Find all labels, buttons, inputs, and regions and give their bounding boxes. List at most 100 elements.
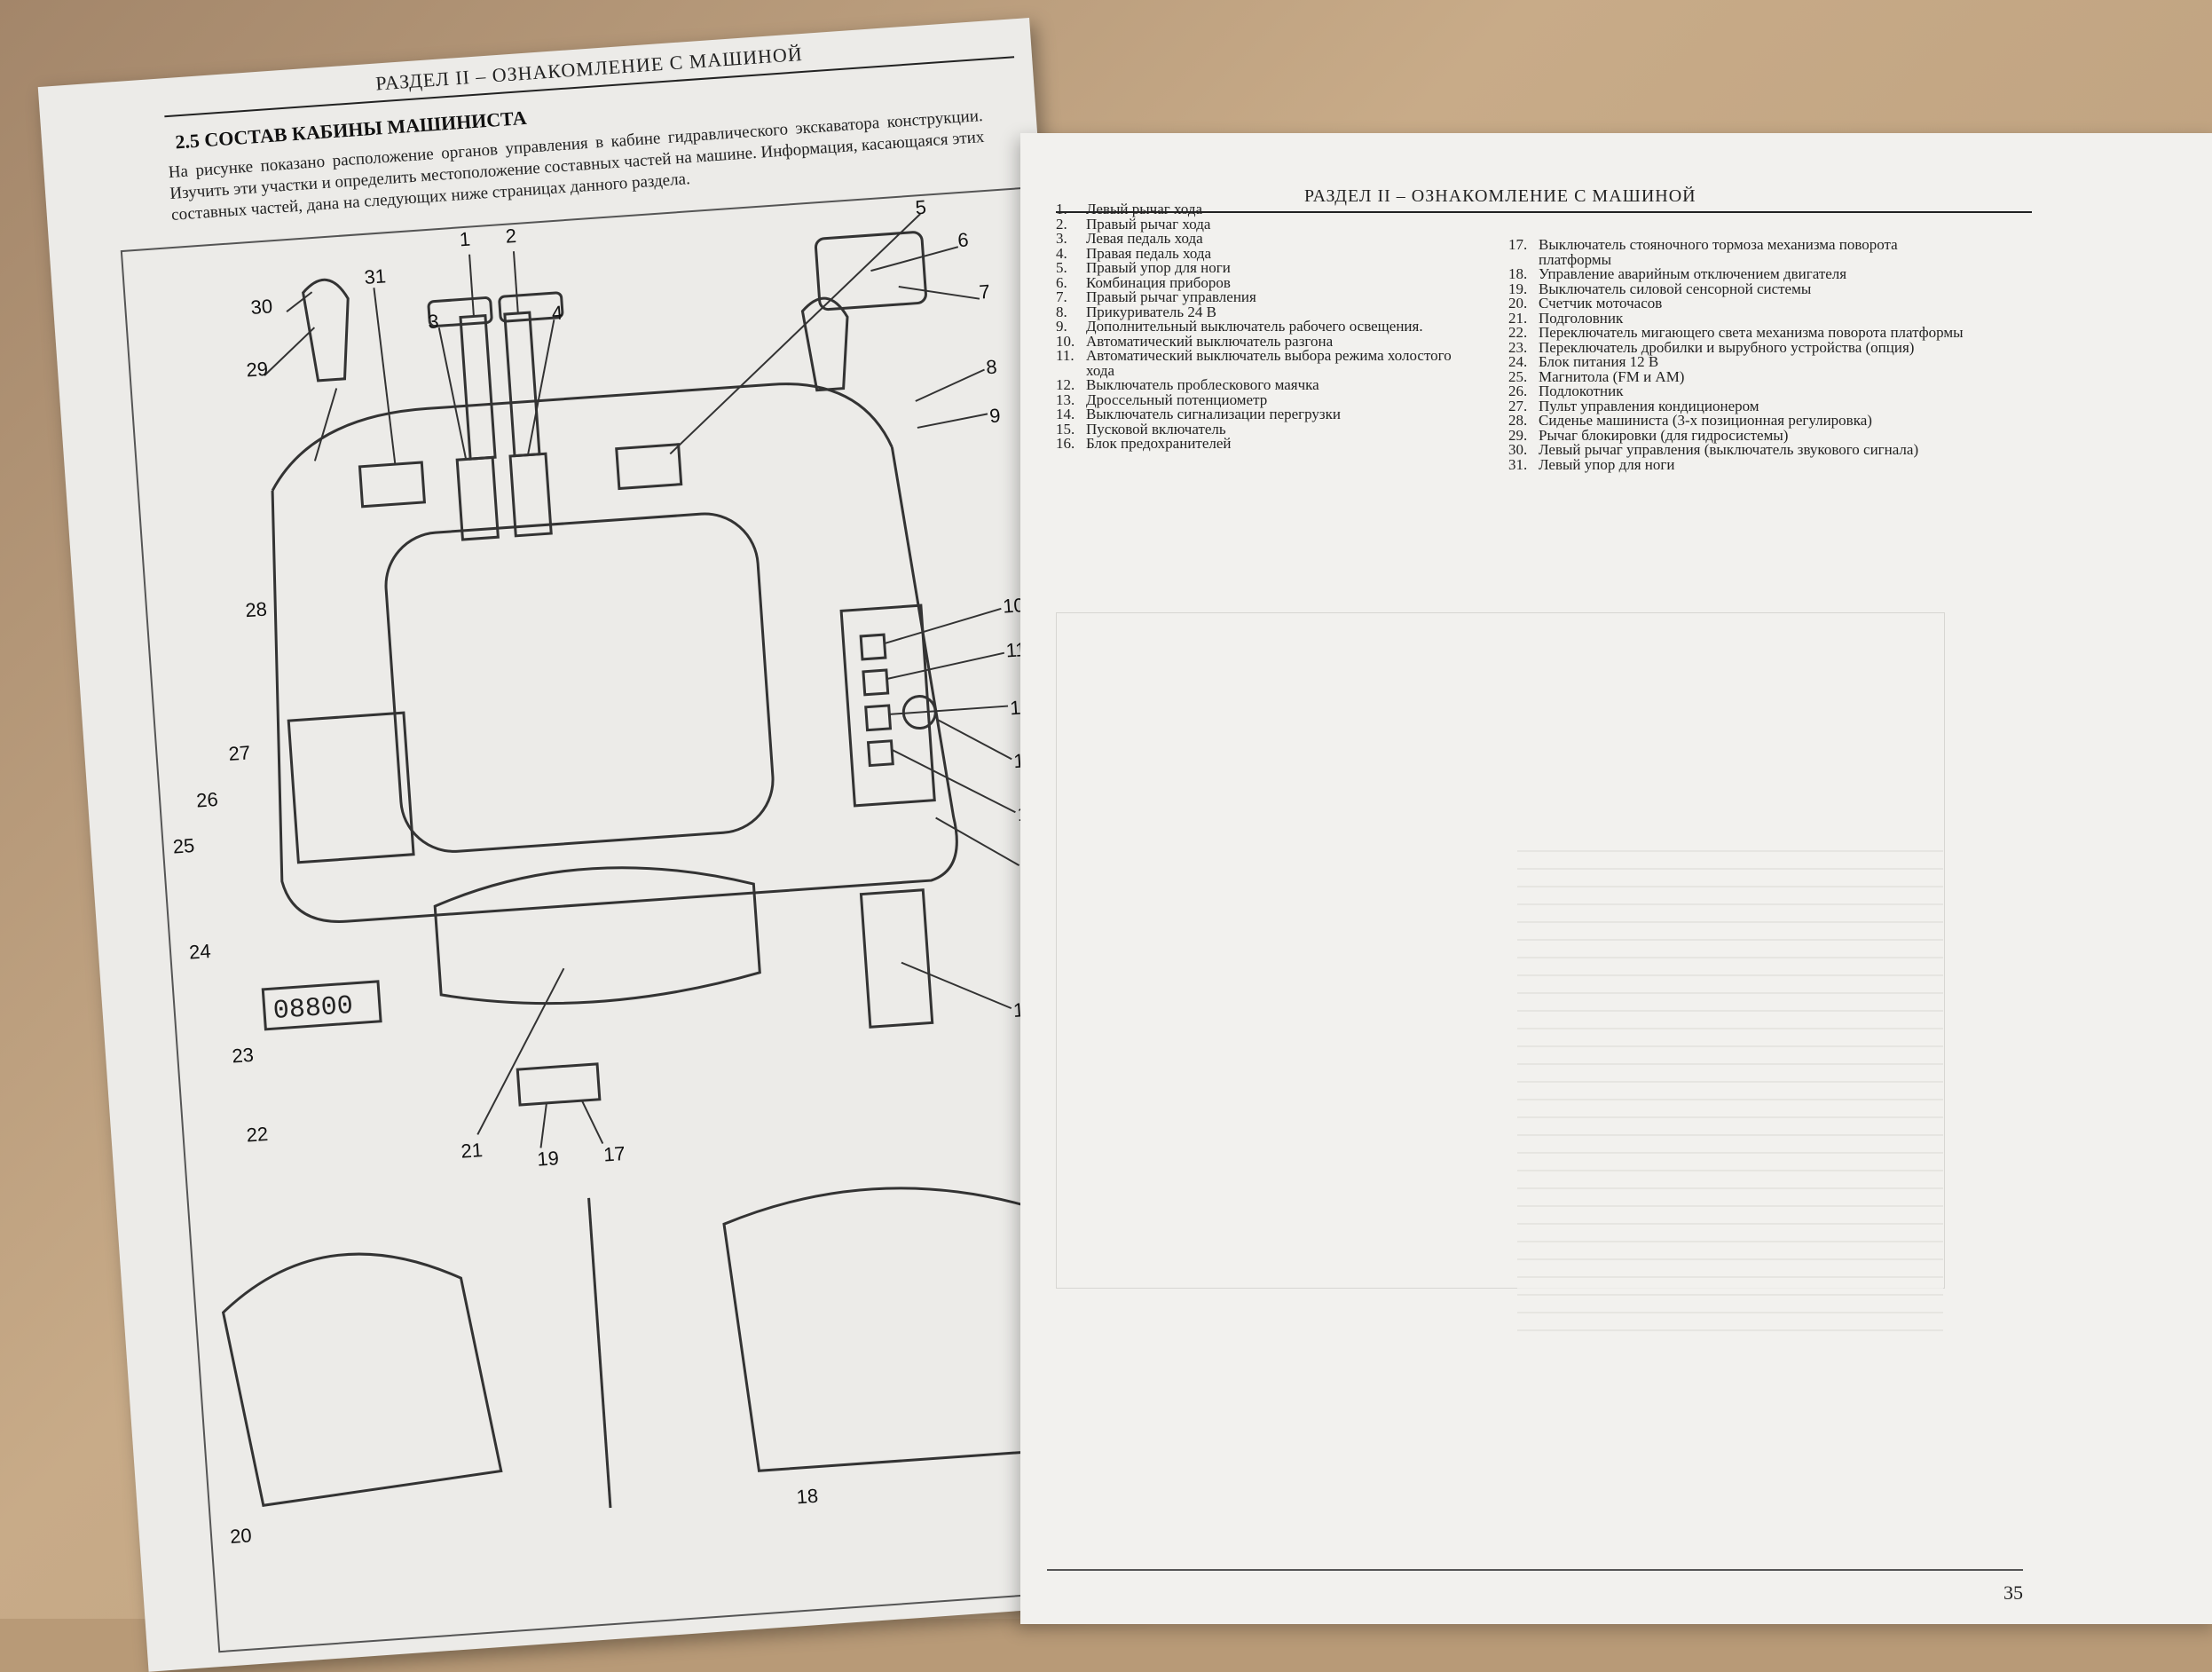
legend-item-text: Правый рычаг хода	[1086, 215, 1211, 233]
legend-item: 8. Прикуриватель 24 В	[1056, 303, 1482, 320]
cab-interior-sketch-left	[221, 1252, 503, 1507]
legend-item-text: Прикуриватель 24 В	[1086, 303, 1216, 320]
legend-item-text: Подголовник	[1539, 309, 1624, 327]
show-through-diagram	[1056, 612, 1945, 1289]
legend-item: 22.Переключатель мигающего света механиз…	[1508, 324, 1970, 341]
legend-item-number: 26.	[1508, 383, 1528, 399]
callout-5: 5	[914, 195, 927, 219]
legend-item-number: 30.	[1508, 441, 1528, 458]
legend-item-number: 8.	[1056, 303, 1067, 320]
legend-item: 16.Блок предохранителей	[1056, 436, 1482, 452]
legend-column-right: 17.Выключатель стояночного тормоза механ…	[1508, 236, 1970, 473]
legend-item: 28. Сиденье машиниста (3-х позиционная ре…	[1508, 412, 1970, 429]
legend-item-text: Пусковой включатель	[1086, 420, 1226, 438]
legend-item-number: 29.	[1508, 426, 1528, 444]
left-travel-pedal	[455, 455, 500, 541]
legend-item: 2.Правый рычаг хода	[1056, 217, 1482, 233]
console-top	[271, 383, 893, 492]
legend-item: 11.Автоматический выключатель выбора реж…	[1056, 347, 1482, 378]
hour-meter-readout: 08800	[272, 991, 354, 1027]
legend-item-number: 3.	[1056, 230, 1067, 247]
legend-item-text: Правый рычаг управления	[1086, 288, 1256, 305]
callout-4: 4	[551, 301, 563, 325]
operator-seat	[384, 512, 775, 853]
right-page: РАЗДЕЛ II – ОЗНАКОМЛЕНИЕ С МАШИНОЙ 1. Лев…	[1020, 133, 2212, 1624]
legend-item-number: 21.	[1508, 309, 1528, 327]
legend-item-number: 11.	[1056, 347, 1075, 364]
legend-item: 20. Счетчик моточасов	[1508, 296, 1970, 312]
legend-item-number: 23.	[1508, 338, 1528, 356]
cab-interior-sketch-right	[722, 1187, 1062, 1472]
legend-item: 25.Магнитола (FM и AM)	[1508, 367, 1970, 385]
legend-item-text: Левый рычаг управления (выключатель звук…	[1539, 441, 1919, 458]
legend-item: 31.Левый упор для ноги	[1508, 455, 1970, 473]
fuse-box	[859, 888, 934, 1029]
legend-item-text: Выключатель сигнализации перегрузки	[1086, 406, 1341, 422]
legend-item-number: 17.	[1508, 236, 1528, 253]
cab-diagram: 08800 1 2 3 4 5 6 7 8 9 10	[120, 185, 1152, 1653]
legend-item: 15. Пусковой включатель	[1056, 422, 1482, 438]
callout-25: 25	[171, 833, 196, 858]
legend-item-number: 27.	[1508, 397, 1528, 414]
legend-item-number: 28.	[1508, 412, 1528, 429]
legend-item-number: 7.	[1056, 288, 1067, 305]
legend-item-number: 13.	[1056, 390, 1075, 408]
callout-28: 28	[244, 597, 268, 622]
right-travel-lever	[503, 311, 541, 458]
legend-item-number: 10.	[1056, 332, 1075, 350]
legend-item-text: Счетчик моточасов	[1539, 295, 1663, 312]
legend-item: 19. Выключатель силовой сенсорной системы	[1508, 280, 1970, 297]
legend-item: 9.Дополнительный выключатель рабочего ос…	[1056, 319, 1482, 335]
legend-item: 26. Подлокотник	[1508, 383, 1970, 399]
parking-switches	[516, 1062, 602, 1107]
legend-item-text: Магнитола (FM и AM)	[1539, 367, 1685, 385]
legend-item-text: Автоматический выключатель разгона	[1086, 332, 1334, 350]
callout-23: 23	[231, 1043, 255, 1068]
left-travel-lever	[459, 313, 497, 461]
legend-item: 24.Блок питания 12 В	[1508, 353, 1970, 370]
legend-item: 7. Правый рычаг управления	[1056, 288, 1482, 305]
legend-item-text: Правый упор для ноги	[1086, 259, 1231, 276]
legend-item-number: 9.	[1056, 318, 1067, 335]
callout-22: 22	[245, 1122, 269, 1147]
callout-6: 6	[956, 228, 970, 252]
right-running-header: РАЗДЕЛ II – ОЗНАКОМЛЕНИЕ С МАШИНОЙ	[1304, 186, 1696, 206]
legend-item-text: Сиденье машиниста (3-х позиционная регул…	[1539, 412, 1872, 429]
legend-item-text: Выключатель силовой сенсорной системы	[1539, 280, 1812, 297]
legend-item-number: 5.	[1056, 259, 1067, 276]
legend-item-text: Левый упор для ноги	[1539, 455, 1675, 473]
header-rule	[1056, 211, 2032, 213]
legend-item: 10. Автоматический выключатель разгона	[1056, 332, 1482, 350]
left-foot-rest	[358, 461, 427, 509]
callout-8: 8	[985, 355, 998, 379]
callout-27: 27	[227, 741, 251, 765]
legend-item-number: 4.	[1056, 244, 1067, 262]
legend-item-text: Комбинация приборов	[1086, 273, 1231, 291]
legend-item-text: Переключатель дробилки и вырубного устро…	[1539, 338, 1915, 356]
legend-item-number: 6.	[1056, 273, 1067, 291]
cab-drawing: 08800	[221, 213, 1062, 1509]
legend-item: 23. Переключатель дробилки и вырубного ус…	[1508, 338, 1970, 356]
legend-item-text: Левый рычаг хода	[1086, 201, 1203, 217]
legend-item-number: 1.	[1056, 201, 1067, 217]
headrest	[433, 866, 761, 1006]
footer-rule	[1047, 1569, 2023, 1571]
legend-item-number: 15.	[1056, 420, 1075, 438]
callout-7: 7	[978, 280, 991, 304]
legend-item: 27.Пульт управления кондиционером	[1508, 397, 1970, 414]
callout-26: 26	[195, 787, 219, 812]
callout-2: 2	[504, 224, 517, 248]
legend-item-number: 22.	[1508, 324, 1528, 341]
left-page: РАЗДЕЛ II – ОЗНАКОМЛЕНИЕ С МАШИНОЙ 2.5 С…	[37, 18, 1152, 1672]
hour-meter	[261, 980, 382, 1031]
instrument-cluster	[814, 231, 927, 312]
legend-item-number: 19.	[1508, 280, 1528, 297]
legend-item-number: 20.	[1508, 295, 1528, 312]
legend-item-text: Блок питания 12 В	[1539, 353, 1659, 370]
callout-1: 1	[458, 227, 471, 251]
legend-item: 4.Правая педаль хода	[1056, 244, 1482, 262]
legend-item: 6. Комбинация приборов	[1056, 273, 1482, 291]
legend-item: 1. Левый рычаг хода	[1056, 201, 1482, 217]
right-foot-rest	[615, 443, 683, 491]
legend-item-text: Подлокотник	[1539, 383, 1624, 399]
